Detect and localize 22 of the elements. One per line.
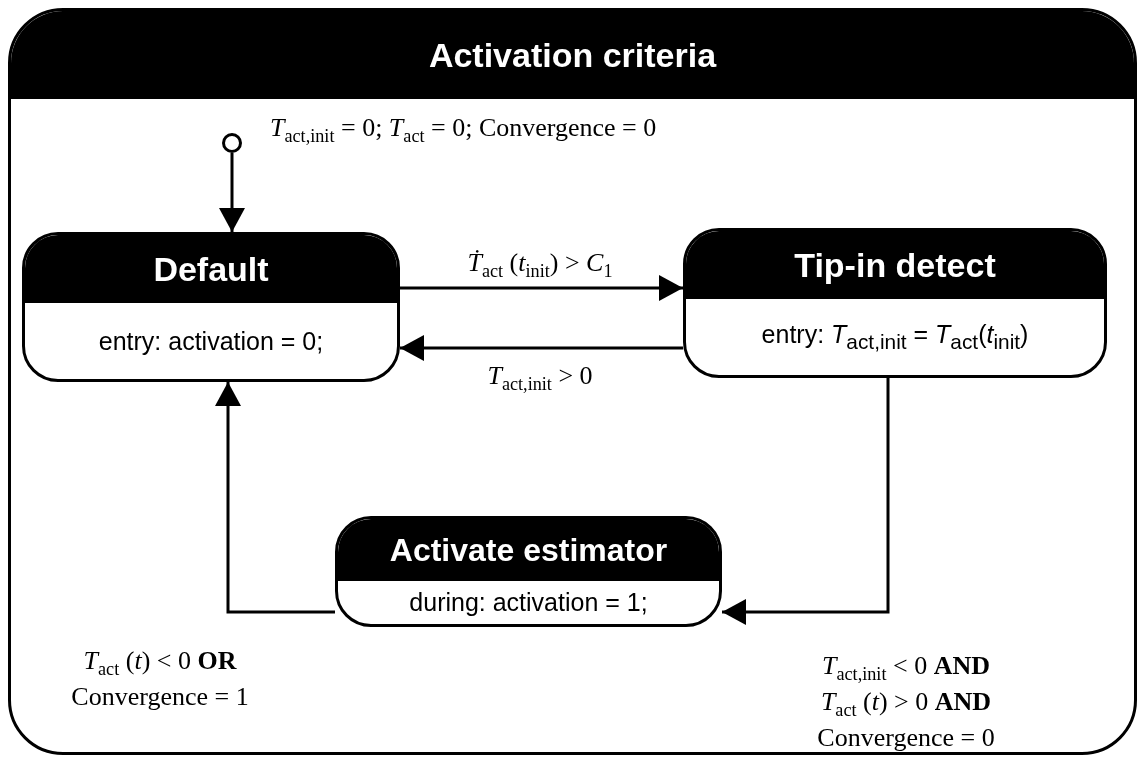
state-title: Tip-in detect	[686, 231, 1104, 299]
edge-label: T$_{act,init}$ < 0 AND T$_{act}$ (t) > 0 AND Convergence = 0	[816, 650, 996, 754]
edge-label: Ṫ$_{act}$ (t$_{init}$) > C$_{1}$	[466, 247, 614, 283]
state-title: Activate estimator	[338, 519, 719, 581]
transition-arrow	[722, 378, 890, 625]
edge-label: T$_{act,init}$ > 0	[486, 360, 594, 396]
state-box	[335, 516, 722, 627]
state-action: entry: T$_{act,init}$ = T$_{act}$(t$_{init}$)	[761, 320, 1029, 354]
state-action: during: activation = 1;	[409, 588, 648, 617]
state-action: entry: activation = 0;	[98, 326, 324, 356]
state-box	[22, 232, 400, 382]
transition-arrow	[219, 153, 245, 232]
state-container	[8, 8, 1137, 755]
transition-arrow	[215, 382, 335, 614]
state-box	[683, 228, 1107, 378]
state-title: Activation criteria	[11, 11, 1134, 99]
transition-arrow	[400, 275, 683, 301]
state-title: Default	[25, 235, 397, 303]
initial-state-circle	[222, 133, 242, 153]
transition-arrow	[400, 335, 683, 361]
edge-label: T$_{act,init}$ = 0; T$_{act}$ = 0; Convergence = 0	[270, 112, 658, 148]
edge-label: T$_{act}$ (t) < 0 OR Convergence = 1	[70, 645, 250, 713]
